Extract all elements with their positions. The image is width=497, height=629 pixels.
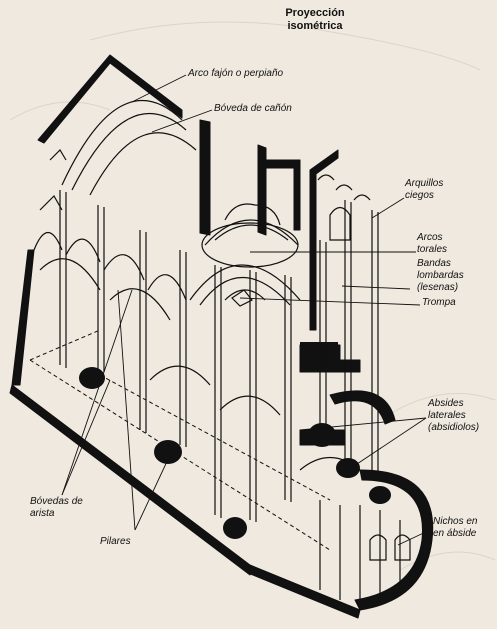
label-nichos-line-1: Nichos en — [433, 516, 478, 527]
label-arcos-torales: Arcos torales — [417, 232, 447, 256]
leader-lines — [61, 74, 431, 546]
label-arco-fajon: Arco fajón o perpiaño — [188, 68, 284, 79]
label-trompa: Trompa — [422, 297, 456, 308]
label-arquillos-ciegos: Arquillos ciegos — [405, 178, 443, 202]
label-arcos-line-1: Arcos — [417, 232, 443, 243]
background-texture — [9, 21, 496, 571]
label-arcos-line-2: torales — [417, 244, 448, 255]
label-bandas-line-3: (lesenas) — [417, 282, 459, 293]
label-arquillos-line-2: ciegos — [405, 190, 434, 201]
diagram-title: Proyección isométrica — [270, 7, 360, 33]
title-line-1: Proyección — [285, 7, 345, 19]
label-absides-line-3: (absidiolos) — [428, 422, 480, 433]
label-nichos-abside: Nichos en en ábside — [433, 516, 477, 540]
label-absides-laterales: Absides laterales (absidiolos) — [428, 398, 479, 434]
title-line-2: isométrica — [287, 20, 343, 32]
label-bovedas-arista: Bóvedas de arista — [30, 496, 83, 520]
label-arquillos-line-1: Arquillos — [405, 178, 444, 189]
interior-structure — [33, 100, 411, 605]
label-absides-line-2: laterales — [428, 410, 466, 421]
label-bandas-lombardas: Bandas lombardas (lesenas) — [417, 258, 464, 294]
label-boveda-canon: Bóveda de cañón — [214, 103, 292, 114]
label-pilares: Pilares — [100, 536, 131, 547]
label-bovedas-line-2: arista — [30, 508, 55, 519]
label-bandas-line-1: Bandas — [417, 258, 451, 269]
label-nichos-line-2: en ábside — [433, 528, 477, 539]
label-absides-line-1: Absides — [428, 398, 464, 409]
label-bandas-line-2: lombardas — [417, 270, 464, 281]
label-bovedas-line-1: Bóvedas de — [30, 496, 83, 507]
